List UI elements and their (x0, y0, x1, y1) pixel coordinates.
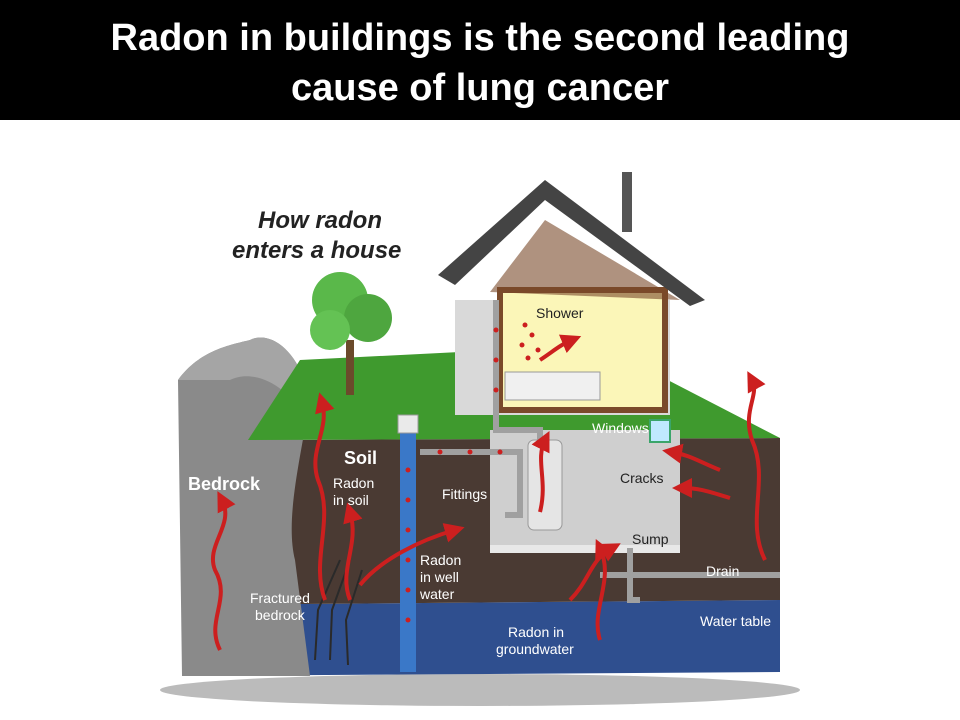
label-fractured-1: Fractured (250, 590, 310, 606)
well-cap (397, 414, 419, 434)
fracture-lines (314, 559, 363, 666)
label-groundwater-1: Radon in (508, 624, 564, 640)
radon-arrow (538, 334, 582, 362)
radon-arrow (343, 502, 363, 601)
roof (438, 180, 705, 306)
radon-arrow (568, 543, 621, 602)
label-fractured-2: bedrock (255, 607, 306, 623)
title-line-2: cause of lung cancer (290, 67, 669, 109)
label-fittings: Fittings (442, 486, 487, 502)
label-soil: Soil (344, 448, 377, 468)
radon-arrow (211, 491, 236, 651)
bathtub (504, 371, 601, 401)
bedrock-top (178, 337, 310, 410)
roof-trim (490, 220, 680, 300)
tree (310, 272, 392, 395)
label-bedrock: Bedrock (188, 474, 261, 494)
radon-arrows (211, 334, 767, 651)
basement-slab (490, 545, 680, 553)
diagram-heading-line-1: How radon (258, 207, 382, 234)
radon-arrow (358, 523, 465, 587)
label-cracks: Cracks (620, 470, 664, 486)
label-radon-soil-2: in soil (333, 492, 369, 508)
radon-arrow (313, 392, 335, 601)
radon-arrow (746, 371, 767, 561)
label-shower: Shower (536, 305, 584, 321)
diagram-heading-line-2: enters a house (232, 237, 401, 264)
radon-arrow (531, 431, 550, 513)
label-radon-soil-1: Radon (333, 475, 374, 491)
radon-particles (405, 322, 541, 623)
chimney (622, 172, 632, 232)
water-heater (527, 439, 563, 531)
label-groundwater-2: groundwater (496, 641, 574, 657)
well-pipe (400, 430, 416, 672)
label-radon-well-3: water (419, 586, 455, 602)
label-radon-well-2: in well (420, 569, 459, 585)
label-windows: Windows (592, 420, 649, 436)
label-radon-well-1: Radon (420, 552, 461, 568)
ground-shadow (160, 674, 800, 706)
title-line-1: Radon in buildings is the second leading (110, 17, 850, 59)
radon-arrow (662, 443, 721, 472)
label-water-table: Water table (700, 613, 771, 629)
radon-arrow (672, 478, 731, 500)
title-banner: Radon in buildings is the second leading… (0, 0, 960, 120)
label-sump: Sump (632, 531, 669, 547)
label-drain: Drain (706, 563, 739, 579)
basement-window (649, 419, 671, 443)
